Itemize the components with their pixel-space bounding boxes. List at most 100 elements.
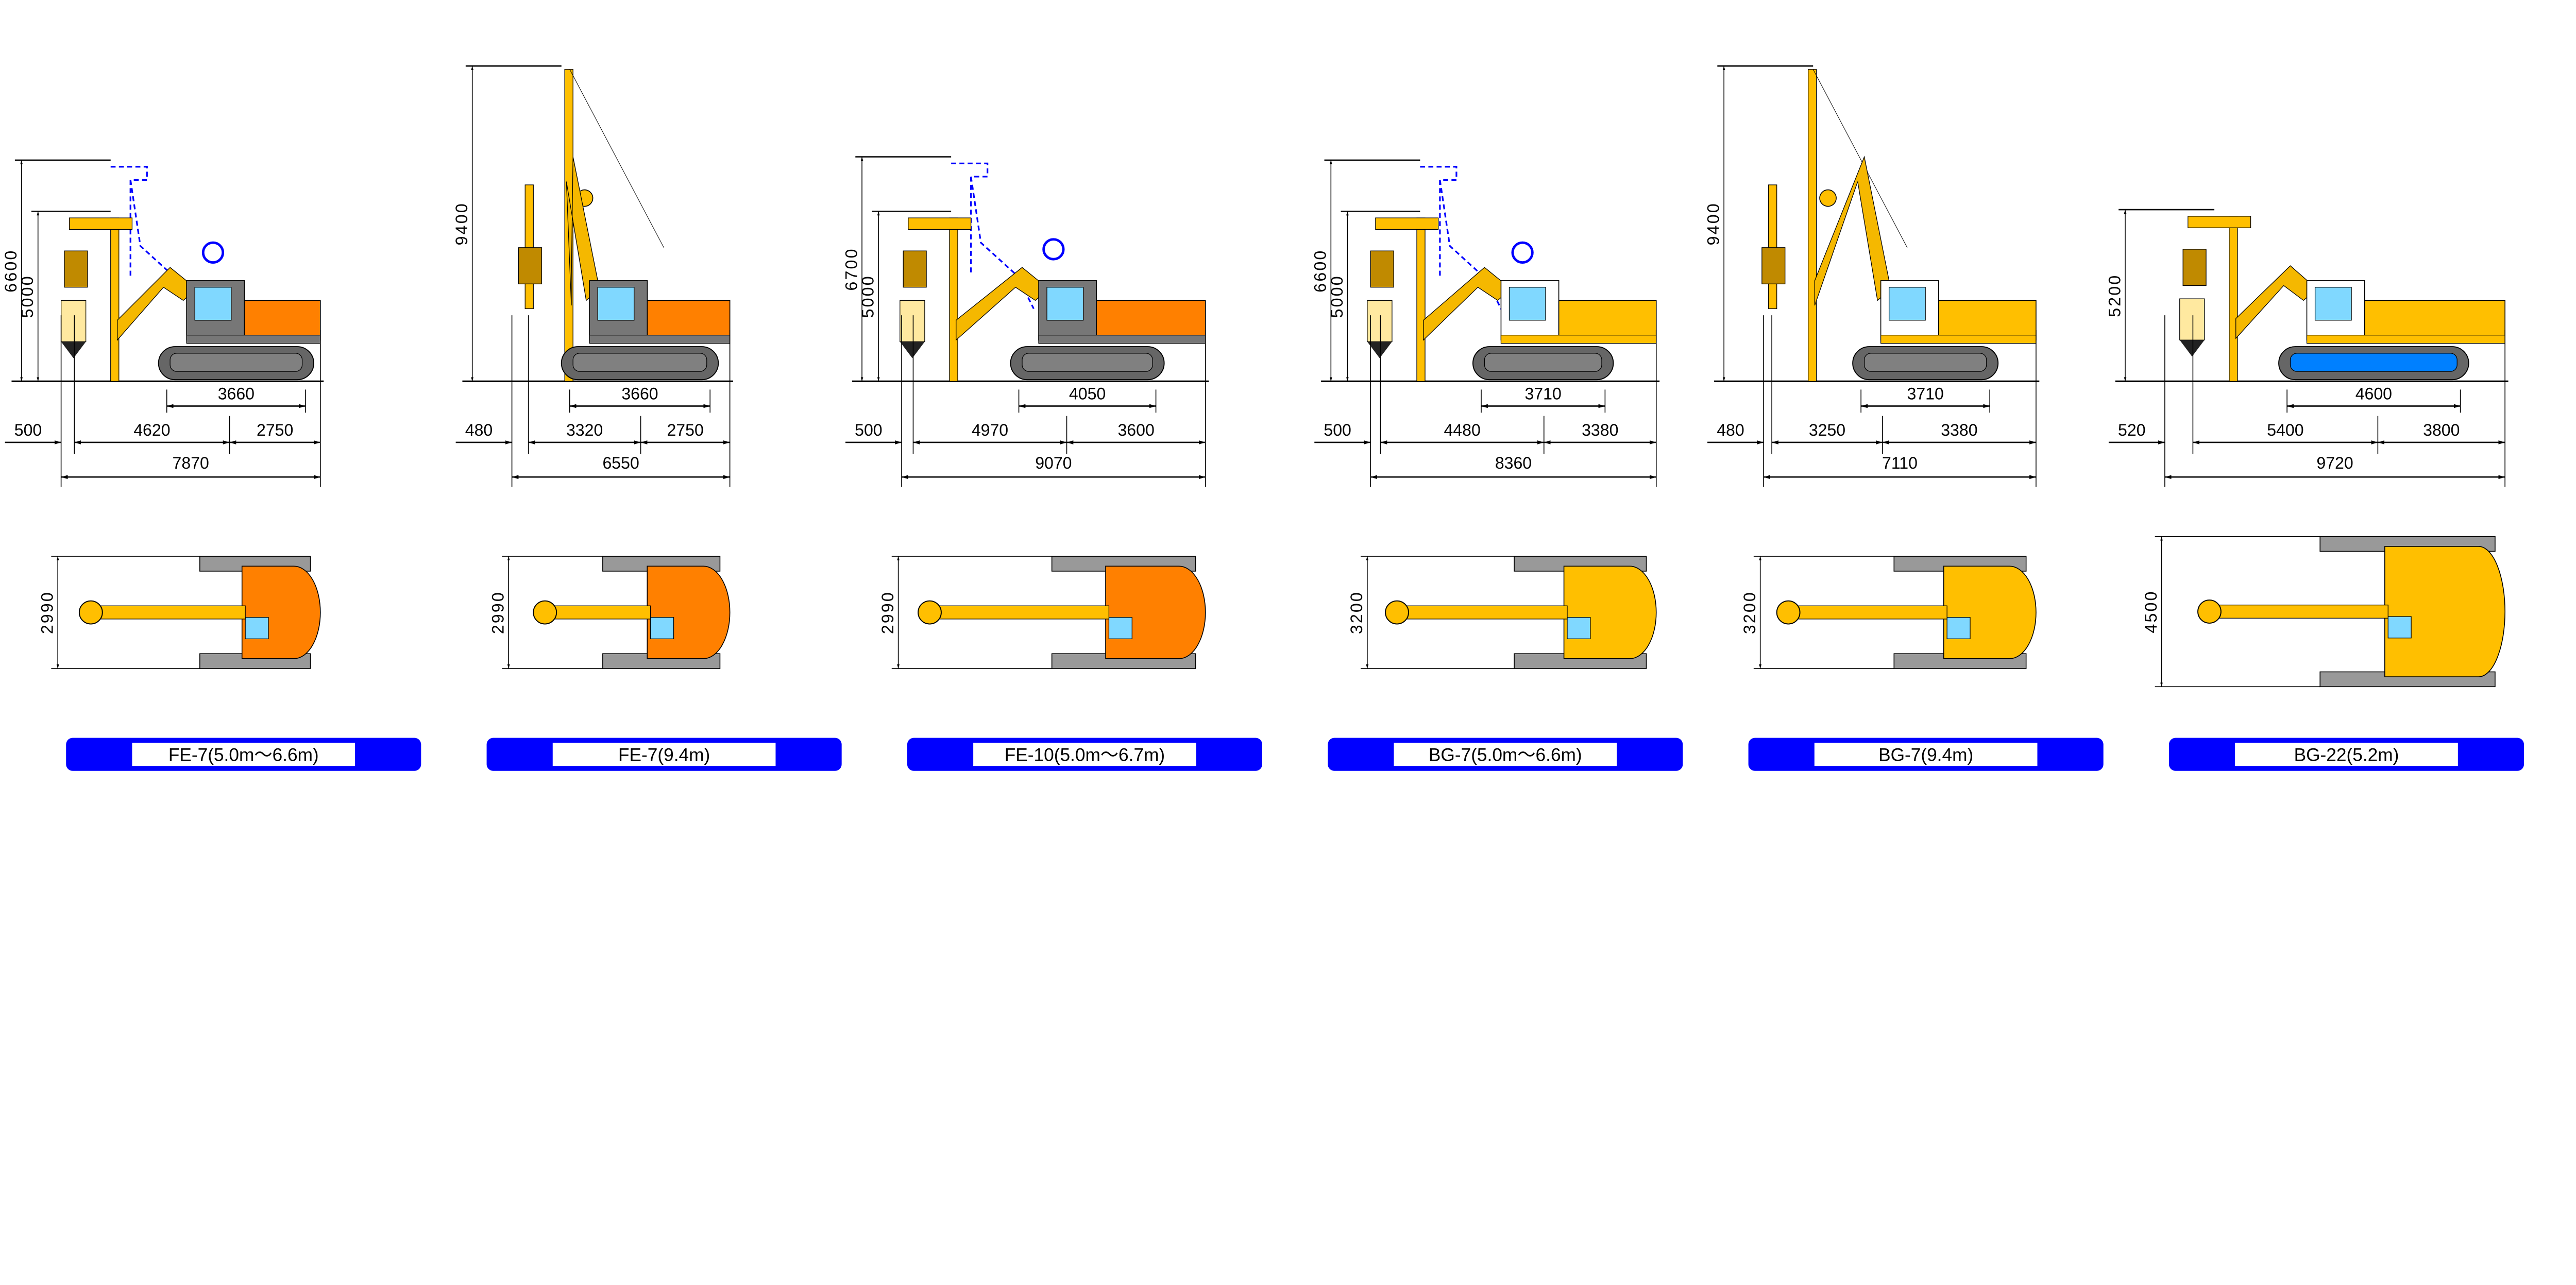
mast-head xyxy=(2188,216,2251,228)
mast-head xyxy=(908,217,972,230)
engine-housing xyxy=(1938,300,2037,341)
front-span-value: 5400 xyxy=(2267,421,2303,439)
model-label[interactable]: FE-7(5.0m～6.6m) xyxy=(66,738,421,771)
model-label[interactable]: FE-10(5.0m～6.7m) xyxy=(907,738,1263,771)
rear-span-value: 2750 xyxy=(667,421,703,439)
top-view-rotary-head xyxy=(1385,600,1409,625)
label-inner xyxy=(973,743,1196,766)
model-name: BG-7(5.0m～6.6m) xyxy=(1429,745,1582,765)
overall-length-value: 7870 xyxy=(173,454,209,472)
label-inner xyxy=(1814,743,2038,766)
rotary-table xyxy=(903,250,927,288)
model-label[interactable]: BG-7(5.0m～6.6m) xyxy=(1328,738,1683,771)
mast-head xyxy=(1375,217,1439,230)
cab-window xyxy=(1046,287,1084,321)
track-frame xyxy=(572,353,707,372)
top-view-boom xyxy=(2200,605,2388,619)
height-value: 6600 xyxy=(2,249,20,293)
ghost-rotary-head xyxy=(201,241,225,264)
bucket-tip xyxy=(61,341,86,358)
top-view-upper-body xyxy=(647,566,731,659)
mast-head xyxy=(69,217,133,230)
model-name: FE-10(5.0m～6.7m) xyxy=(1005,745,1165,765)
rotary-table xyxy=(2182,249,2207,286)
boom-arm xyxy=(1423,267,1512,341)
rear-span-value: 3380 xyxy=(1582,421,1618,439)
rear-span-value: 3600 xyxy=(1117,421,1154,439)
model-label[interactable]: BG-22(5.2m) xyxy=(2168,738,2524,771)
boom-arm xyxy=(2235,265,2317,339)
mast xyxy=(949,217,958,382)
hoist-rope xyxy=(1812,69,1908,248)
model-name: BG-22(5.2m) xyxy=(2294,745,2399,765)
front-span-value: 4620 xyxy=(133,421,170,439)
model-name: BG-7(9.4m) xyxy=(1878,745,1973,765)
top-view-upper-body xyxy=(241,566,321,659)
height-value: 6600 xyxy=(1311,249,1330,293)
width-value: 4500 xyxy=(2142,590,2160,633)
track-frame xyxy=(2290,353,2458,372)
model-name: FE-7(9.4m) xyxy=(618,745,710,765)
rotary-drive xyxy=(1819,189,1837,207)
top-view-rotary-head xyxy=(78,600,103,625)
hoist-rope xyxy=(569,69,664,248)
mast xyxy=(1416,217,1426,382)
upper-frame xyxy=(1880,334,2037,344)
cab-window xyxy=(194,287,232,321)
label-inner xyxy=(2235,743,2458,766)
track-length-value: 3660 xyxy=(621,385,658,403)
track-frame xyxy=(1484,353,1602,372)
upper-frame xyxy=(589,334,731,344)
top-view-cab xyxy=(1567,617,1591,640)
rotary-table xyxy=(1370,250,1394,288)
cab-window xyxy=(597,287,635,321)
top-view-boom xyxy=(1780,605,1947,620)
overall-length-value: 7110 xyxy=(1882,454,1918,472)
track-length-value: 4050 xyxy=(1069,385,1106,403)
label-inner xyxy=(552,743,776,766)
track-length-value: 3710 xyxy=(1907,385,1944,403)
overall-length-value: 8360 xyxy=(1495,454,1532,472)
mast xyxy=(110,217,120,382)
front-span-value: 4480 xyxy=(1444,421,1480,439)
kelly-bar xyxy=(524,184,534,309)
top-view-cab xyxy=(1108,617,1132,640)
top-view-rotary-head xyxy=(533,600,557,625)
cab-window xyxy=(1889,287,1926,321)
model-label[interactable]: FE-7(9.4m) xyxy=(486,738,842,771)
boom-arm xyxy=(566,157,600,305)
height-value: 9400 xyxy=(1704,202,1723,245)
drilling-bucket xyxy=(2179,298,2205,340)
model-name: FE-7(5.0m～6.6m) xyxy=(168,745,319,765)
track-length-value: 4600 xyxy=(2355,385,2392,403)
top-view-boom xyxy=(82,605,246,620)
model-label[interactable]: BG-7(9.4m) xyxy=(1748,738,2104,771)
cab-window xyxy=(1509,287,1546,321)
top-view-boom xyxy=(921,605,1110,620)
width-value: 2990 xyxy=(878,591,897,634)
rotary-table xyxy=(518,247,542,284)
upper-frame xyxy=(1500,334,1657,344)
height-value: 9400 xyxy=(452,202,471,245)
front-offset-value: 500 xyxy=(855,421,882,439)
engine-housing xyxy=(1096,300,1206,341)
width-value: 2990 xyxy=(489,591,507,634)
drilling-bucket xyxy=(900,300,925,342)
bucket-tip xyxy=(2179,340,2205,357)
mast xyxy=(2229,216,2238,382)
rear-span-value: 3380 xyxy=(1941,421,1977,439)
top-view-rotary-head xyxy=(2197,599,2222,624)
track-frame xyxy=(1022,353,1153,372)
front-offset-value: 480 xyxy=(1717,421,1744,439)
kelly-bar xyxy=(1768,184,1777,309)
top-view-upper-body xyxy=(1943,566,2037,659)
ghost-rotary-head xyxy=(1511,241,1534,264)
top-view-upper-body xyxy=(1105,566,1206,659)
boom-arm xyxy=(956,267,1049,341)
height-value: 5000 xyxy=(1328,275,1346,318)
boom-arm xyxy=(1814,156,1891,306)
